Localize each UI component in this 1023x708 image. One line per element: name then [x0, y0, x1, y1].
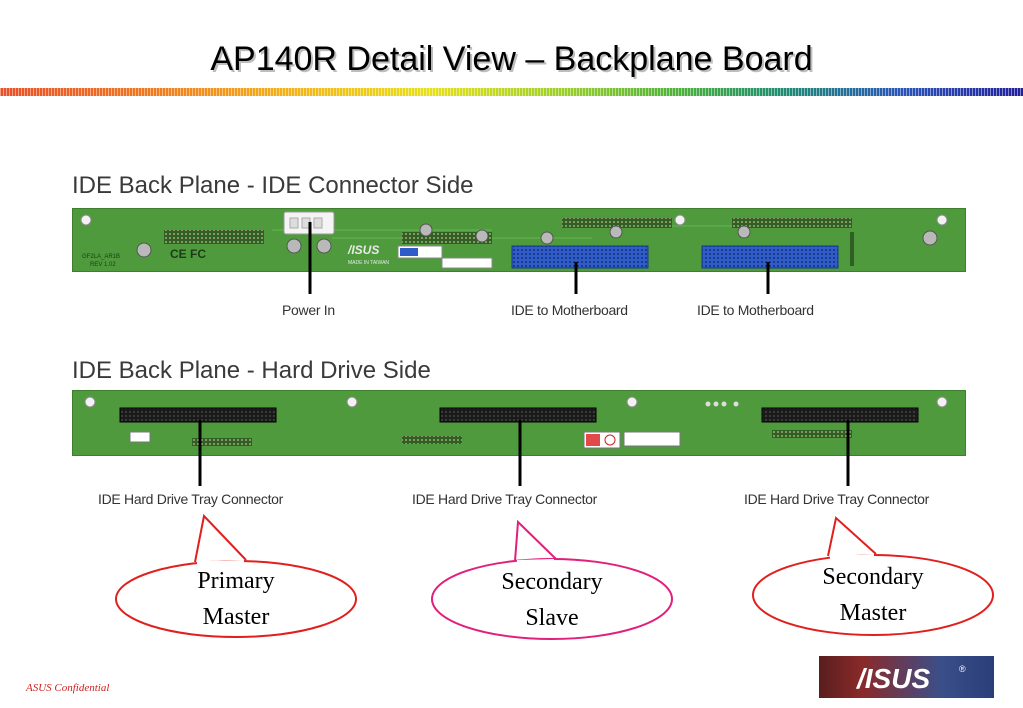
footer-confidential: ASUS Confidential: [26, 682, 110, 694]
bubble-line: Master: [202, 604, 270, 630]
mounting-hole: [346, 396, 358, 408]
ce-fc-mark: CE FC: [170, 247, 206, 261]
bubble-line: Secondary: [822, 564, 924, 590]
tray-connector-2: [439, 407, 597, 423]
section-title-hard-drive-side: IDE Back Plane - Hard Drive Side: [72, 357, 431, 384]
backplane-board-hard-drive-side: [72, 390, 966, 456]
capacitor: [922, 230, 938, 246]
board-sticker: [623, 431, 681, 447]
pin-header: [164, 230, 264, 244]
mounting-hole: [674, 214, 686, 226]
board-sticker: [441, 257, 493, 269]
logo-text: /ISUS: [855, 663, 930, 694]
page-title: AP140R Detail View – Backplane Board: [210, 40, 813, 78]
ide-connector-blue-2: [701, 245, 839, 269]
bubble-line: Secondary: [501, 569, 603, 595]
label-ide-to-motherboard-1: IDE to Motherboard: [511, 302, 628, 318]
mounting-hole: [84, 396, 96, 408]
mounting-hole: [80, 214, 92, 226]
mounting-hole: [626, 396, 638, 408]
board-made-in: MADE IN TAIWAN: [348, 260, 389, 266]
asus-logo: /ISUS ®: [819, 656, 994, 698]
pin-header: [562, 218, 672, 228]
asus-logo-graphic: /ISUS ®: [855, 663, 966, 694]
logo-registered: ®: [959, 664, 966, 674]
label-ide-to-motherboard-2: IDE to Motherboard: [697, 302, 814, 318]
board-part-number: GF2LA_AR1B: [82, 254, 120, 260]
capacitor: [286, 238, 302, 254]
capacitor: [475, 229, 489, 243]
ide-connector-blue-1: [511, 245, 649, 269]
board-revision: REV 1.02: [90, 262, 116, 268]
bubble-line: Master: [839, 600, 907, 626]
capacitor: [737, 225, 751, 239]
capacitor: [540, 231, 554, 245]
bubble-text-secondary-master: Secondary Master: [793, 559, 953, 631]
backplane-board-connector-side: CE FC GF2LA_AR1B REV 1.02 /ISUS MADE IN …: [72, 208, 966, 272]
section-title-connector-side: IDE Back Plane - IDE Connector Side: [72, 172, 474, 199]
capacitor: [419, 223, 433, 237]
board-sticker: [129, 431, 151, 443]
capacitor: [609, 225, 623, 239]
label-power-in: Power In: [282, 302, 335, 318]
capacitor: [136, 242, 152, 258]
bubble-line: Primary: [197, 568, 275, 594]
pin-header: [732, 218, 852, 228]
title-divider-bar: [0, 88, 1023, 96]
label-tray-connector-1: IDE Hard Drive Tray Connector: [98, 491, 284, 507]
bubble-line: Slave: [525, 605, 579, 631]
label-tray-connector-3: IDE Hard Drive Tray Connector: [744, 491, 930, 507]
capacitor: [316, 238, 332, 254]
tray-connector-3: [761, 407, 919, 423]
mounting-hole: [936, 396, 948, 408]
bubble-text-primary-master: Primary Master: [156, 563, 316, 635]
label-tray-connector-2: IDE Hard Drive Tray Connector: [412, 491, 598, 507]
mounting-hole: [936, 214, 948, 226]
bubble-text-secondary-slave: Secondary Slave: [472, 564, 632, 636]
board-brand-text: /ISUS: [347, 243, 379, 257]
tray-connector-1: [119, 407, 277, 423]
pcb-surface: [72, 390, 966, 456]
